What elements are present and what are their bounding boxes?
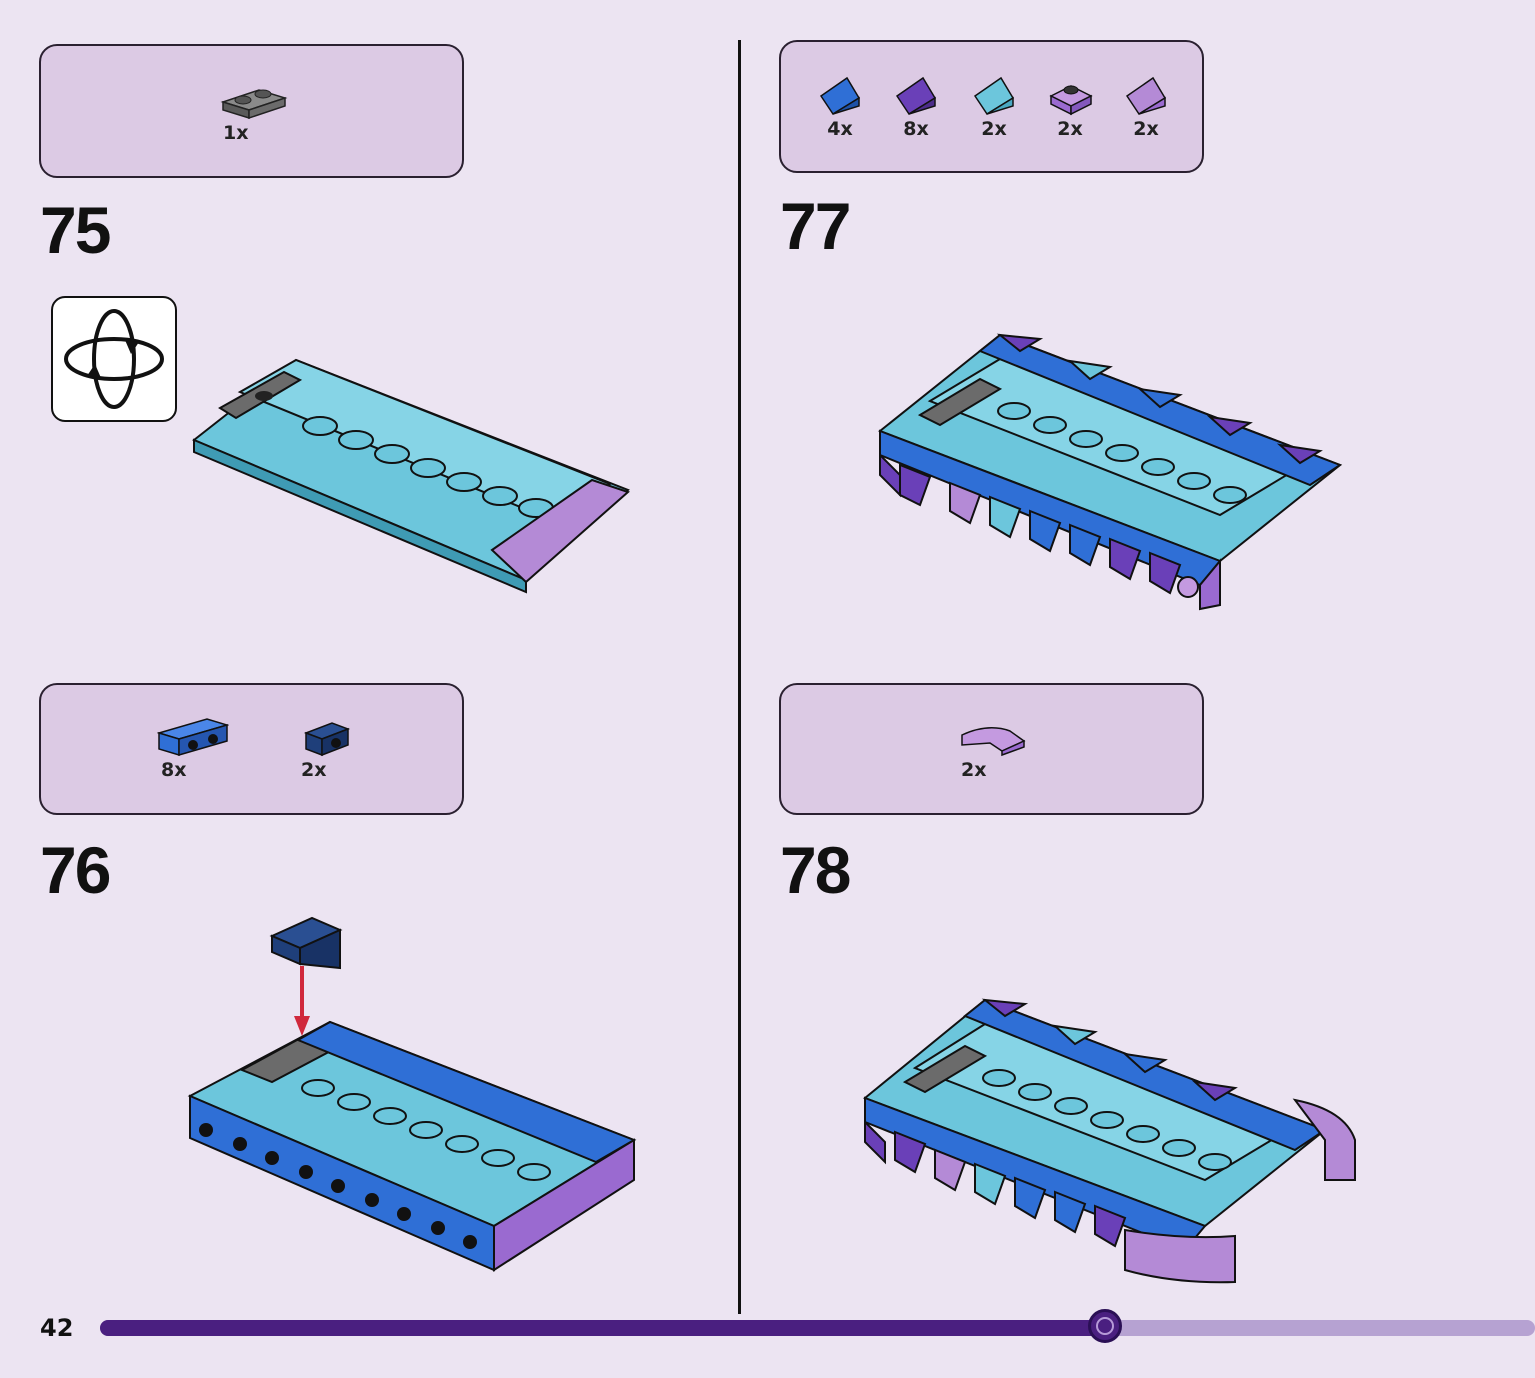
part-quantity: 2x <box>981 118 1007 140</box>
lavender-curved-tile-icon <box>961 727 1026 757</box>
violet-slope-icon <box>895 76 937 116</box>
part-item: 2x <box>969 74 1019 140</box>
progress-marker <box>1087 1309 1122 1343</box>
blue-bracket-1x2-icon <box>157 718 229 757</box>
part-item: 4x <box>815 74 865 140</box>
part-item: 8x <box>891 74 941 140</box>
part-quantity: 2x <box>1133 118 1159 140</box>
rotate-model-callout <box>51 296 177 422</box>
falling-bracket <box>269 916 343 970</box>
parts-callout-step-75: 1x <box>39 44 464 178</box>
part-quantity: 2x <box>961 759 987 781</box>
blue-slope-icon <box>819 76 861 116</box>
step-number-75: 75 <box>40 193 111 267</box>
column-divider <box>738 40 741 1314</box>
part-item: 8x <box>155 715 231 781</box>
step-number-76: 76 <box>40 833 111 907</box>
step-75-build-illustration <box>192 358 630 594</box>
part-quantity: 4x <box>827 118 853 140</box>
part-quantity: 8x <box>161 759 187 781</box>
page-number: 42 <box>40 1314 74 1342</box>
step-78-build-illustration <box>863 998 1356 1284</box>
rotate-model-icon <box>64 309 164 409</box>
light-blue-slope-icon <box>973 76 1015 116</box>
parts-callout-step-76: 8x 2x <box>39 683 464 815</box>
part-quantity: 8x <box>903 118 929 140</box>
progress-fill <box>100 1320 1105 1336</box>
parts-callout-step-77: 4x 8x 2x 2x 2x <box>779 40 1204 173</box>
step-number-77: 77 <box>780 189 851 263</box>
dark-blue-bracket-1x1-icon <box>303 722 351 757</box>
step-76-build-illustration <box>187 916 637 1272</box>
step-number-78: 78 <box>780 833 851 907</box>
part-item: 2x <box>1121 74 1171 140</box>
part-item: 2x <box>1045 74 1095 140</box>
part-quantity: 1x <box>223 122 249 144</box>
lavender-round-plate-icon <box>1049 85 1093 116</box>
step-77-build-illustration <box>878 333 1343 611</box>
lavender-slope-icon <box>1125 76 1167 116</box>
part-item: 1x <box>217 80 291 144</box>
part-quantity: 2x <box>301 759 327 781</box>
part-item: 2x <box>297 719 357 781</box>
parts-callout-step-78: 2x <box>779 683 1204 815</box>
dark-grey-plate-1x2-icon <box>220 89 288 120</box>
part-quantity: 2x <box>1057 118 1083 140</box>
part-item: 2x <box>957 721 1029 781</box>
